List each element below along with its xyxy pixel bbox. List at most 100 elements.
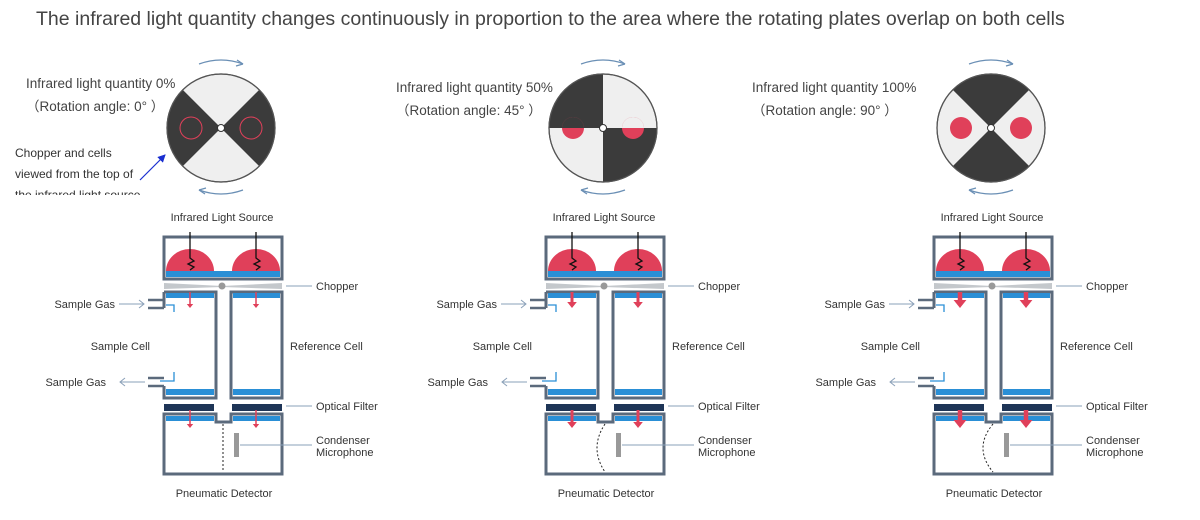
gas-flow-in: [936, 304, 945, 312]
infrared-beam-arrow-head: [186, 304, 194, 308]
condenser-microphone-label: Condenser: [1086, 435, 1140, 447]
gas-flow-out: [542, 372, 557, 382]
optical-filter-label: Optical Filter: [316, 401, 378, 413]
sample-cell-bottom-window: [166, 389, 214, 395]
chopper-label: Chopper: [1086, 281, 1129, 293]
rotation-arrow: [968, 59, 1014, 65]
infrared-beam-arrow-head: [567, 302, 577, 308]
infrared-lamp: [548, 249, 596, 271]
optical-filter: [546, 404, 596, 411]
reference-cell-wall: [999, 290, 1054, 400]
sample-cell-label: Sample Cell: [473, 341, 532, 353]
sample-gas-out-label: Sample Gas: [815, 377, 876, 389]
condenser-microphone-label: Condenser: [316, 435, 370, 447]
chopper-view-note-line: the infrared light source: [15, 188, 141, 195]
optical-filter: [614, 404, 664, 411]
reference-cell-bottom-window: [1003, 389, 1050, 395]
reference-cell-wall: [611, 290, 666, 400]
chopper-view-note: Chopper and cells viewed from the top of…: [15, 143, 155, 195]
condenser-microphone-label: Microphone: [698, 447, 755, 459]
rotation-arrow-head: [968, 187, 977, 195]
pointer-arrow: [139, 154, 166, 181]
infrared-light-source-label: Infrared Light Source: [941, 212, 1044, 224]
lamp-filament: [634, 232, 644, 271]
pneumatic-detector-body: [544, 412, 666, 476]
chopper-blade: [603, 128, 657, 182]
chopper-blade: [952, 74, 1030, 128]
sample-cell-bottom-window: [548, 389, 596, 395]
lamp-filament: [252, 232, 262, 271]
panel-caption-0: Infrared light quantity 0% （Rotation ang…: [26, 72, 175, 118]
rotation-arrow-head: [617, 59, 626, 67]
condenser-microphone: [616, 433, 621, 457]
optical-filter: [1002, 404, 1052, 411]
rotation-arrow: [198, 59, 244, 65]
chopper-hub: [599, 124, 607, 132]
infrared-beam-arrow-head: [1019, 420, 1033, 428]
rotation-arrow-head: [198, 187, 207, 195]
lamp-filament: [956, 232, 966, 271]
infrared-beam-arrow-head: [252, 424, 260, 428]
rotation-arrow: [968, 189, 1014, 195]
cell-window: [1010, 117, 1032, 139]
light-quantity-label: Infrared light quantity 100%: [752, 80, 917, 95]
reference-cell-bottom-window: [233, 389, 280, 395]
source-window: [166, 271, 280, 277]
infrared-beam-arrow-head: [252, 304, 260, 308]
reference-cell-wall: [229, 290, 284, 400]
diaphragm: [982, 423, 994, 473]
chopper-disc-rim: [548, 73, 658, 183]
chopper-axle: [988, 282, 996, 290]
pneumatic-detector-body: [932, 412, 1054, 476]
optical-filter-label: Optical Filter: [1086, 401, 1148, 413]
diaphragm: [596, 423, 606, 473]
cell-window-cover: [622, 117, 644, 128]
sample-cell-bottom-window: [936, 389, 984, 395]
infrared-lamp: [166, 249, 214, 271]
chopper-hub: [217, 124, 225, 132]
infrared-lamp: [614, 249, 662, 271]
reference-cell-label: Reference Cell: [672, 341, 745, 353]
light-source-housing: [932, 235, 1054, 281]
rotation-arrow-head: [235, 59, 244, 67]
source-window: [548, 271, 662, 277]
rotation-angle-label: （Rotation angle: 0° ）: [26, 99, 165, 114]
sample-cell-label: Sample Cell: [91, 341, 150, 353]
sample-gas-in-arrow-head: [908, 299, 915, 309]
gas-outlet-pipe: [530, 376, 546, 388]
condenser-microphone: [1004, 433, 1009, 457]
infrared-light-source-label: Infrared Light Source: [553, 212, 656, 224]
cell-window-cover: [562, 117, 584, 128]
chopper-blade: [221, 89, 275, 167]
gas-flow-in: [548, 304, 557, 312]
sample-gas-in-arrow-head: [138, 299, 145, 309]
chopper-axle: [600, 282, 608, 290]
lamp-filament: [186, 232, 196, 271]
chopper-blade: [167, 89, 221, 167]
chopper-view-note-line: Chopper and cells: [15, 146, 112, 160]
gas-flow-out: [160, 372, 175, 382]
lamp-filament: [1022, 232, 1032, 271]
gas-flow-in: [166, 304, 175, 312]
rotation-arrow-head: [580, 187, 589, 195]
infrared-beam-arrow-head: [953, 420, 967, 428]
source-window: [936, 271, 1050, 277]
chopper-label: Chopper: [698, 281, 741, 293]
pneumatic-detector-label: Pneumatic Detector: [176, 488, 273, 500]
condenser-microphone-label: Condenser: [698, 435, 752, 447]
rotation-arrow: [580, 189, 626, 195]
infrared-beam-arrow-head: [186, 424, 194, 428]
gas-inlet-pipe: [918, 298, 934, 310]
gas-outlet-pipe: [148, 376, 164, 388]
sample-gas-in-label: Sample Gas: [824, 299, 885, 311]
optical-filter-label: Optical Filter: [698, 401, 760, 413]
sample-gas-out-label: Sample Gas: [427, 377, 488, 389]
sample-cell-label: Sample Cell: [861, 341, 920, 353]
optical-filter: [232, 404, 282, 411]
lamp-filament: [568, 232, 578, 271]
gas-inlet-pipe: [148, 298, 164, 310]
